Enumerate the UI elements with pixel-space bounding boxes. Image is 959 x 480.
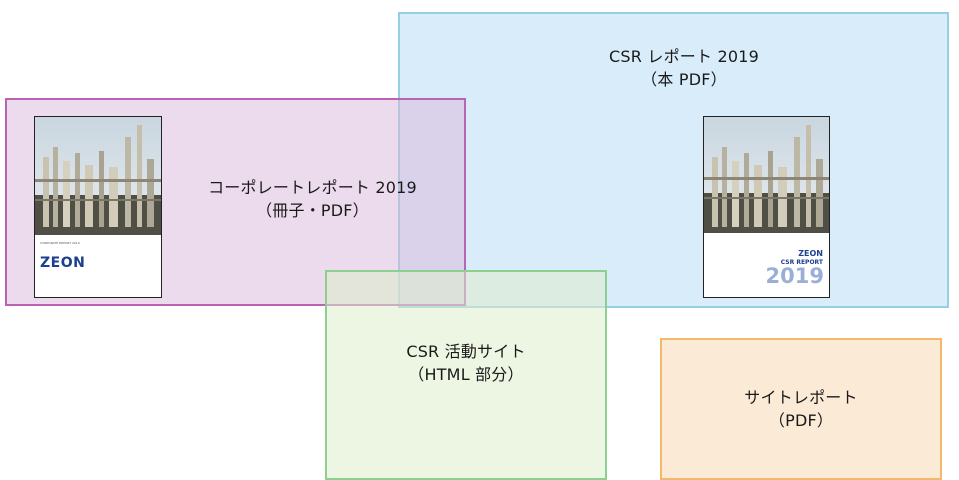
corporate-report-cover: CORPORATE REPORT 2019 ZEON — [34, 116, 162, 298]
csr-activity-site-format: （HTML 部分） — [408, 365, 524, 384]
zeon-logo: ZEON — [40, 255, 86, 271]
zeon-logo: ZEON — [798, 249, 823, 258]
corporate-report-title: コーポレートレポート 2019 — [208, 178, 417, 197]
csr-cover-title: CSR REPORT — [780, 259, 823, 266]
site-report-format: （PDF） — [768, 411, 834, 430]
corporate-cover-subtitle: CORPORATE REPORT 2019 — [40, 241, 80, 245]
plant-photo — [35, 117, 161, 297]
csr-report-label: CSR レポート 2019 （本 PDF） — [554, 45, 814, 91]
csr-report-cover: ZEON CSR REPORT 2019 — [703, 116, 830, 298]
csr-activity-site-label: CSR 活動サイト （HTML 部分） — [325, 340, 607, 386]
site-report-box — [660, 338, 942, 480]
csr-report-title: CSR レポート 2019 — [609, 47, 759, 66]
site-report-label: サイトレポート （PDF） — [660, 386, 942, 432]
corporate-report-label: コーポレートレポート 2019 （冊子・PDF） — [185, 176, 440, 222]
csr-report-format: （本 PDF） — [641, 70, 727, 89]
csr-cover-year: 2019 — [765, 264, 824, 288]
site-report-title: サイトレポート — [744, 388, 858, 407]
corporate-report-format: （冊子・PDF） — [256, 201, 369, 220]
plant-photo — [704, 117, 829, 297]
csr-activity-site-title: CSR 活動サイト — [406, 342, 526, 361]
csr-report-box — [398, 12, 949, 308]
